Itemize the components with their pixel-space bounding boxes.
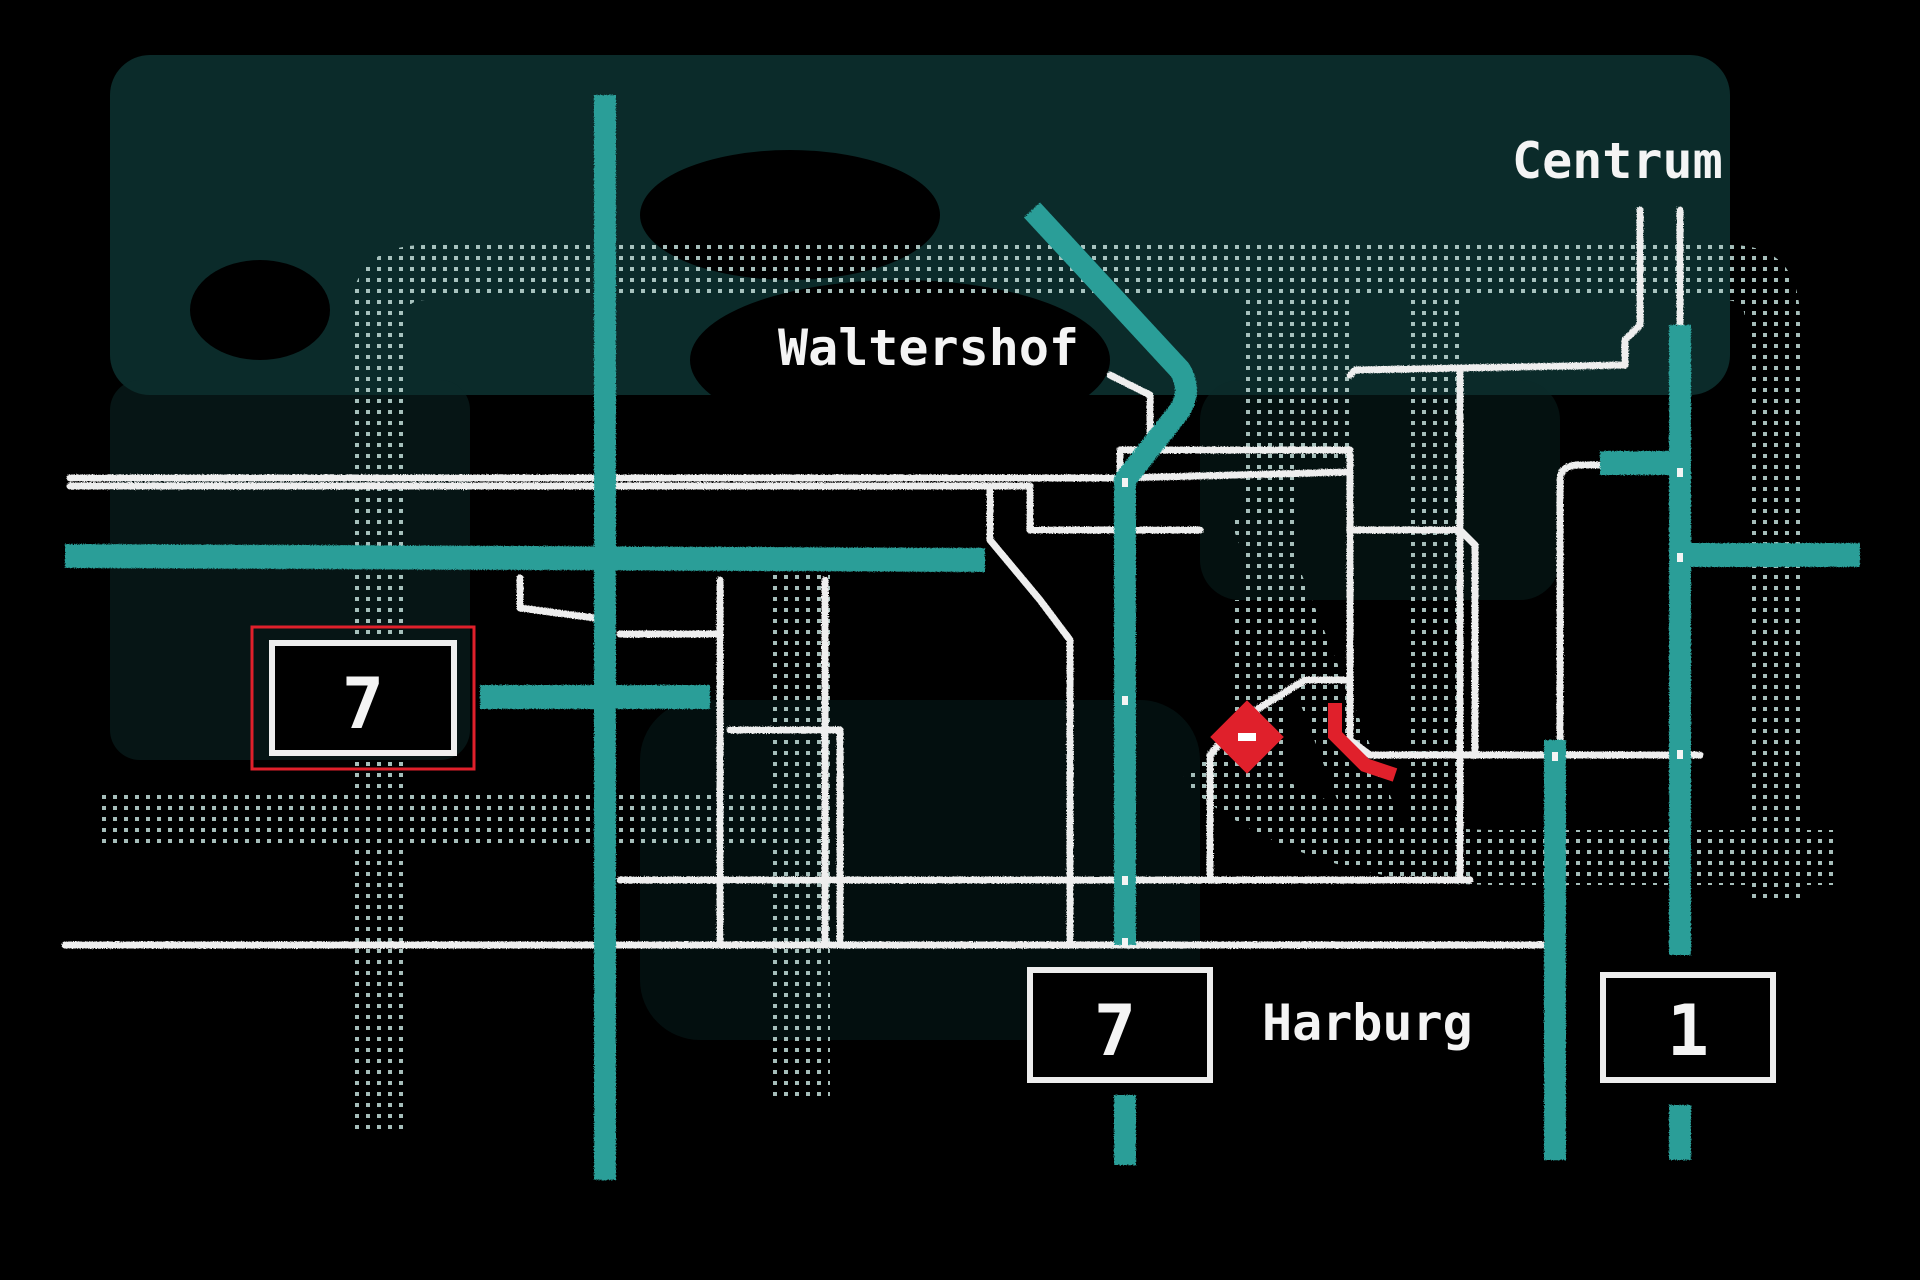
route-number-south-a: 7 (1094, 990, 1136, 1072)
red-diamond-marker-icon[interactable] (1210, 700, 1284, 774)
centrum-label: Centrum (1512, 132, 1723, 190)
waltershof-label: Waltershof (778, 319, 1079, 377)
route-number-south-b: 1 (1667, 990, 1709, 1072)
route-shield-west: 7 (250, 625, 476, 771)
junction-markers (1122, 468, 1683, 947)
harburg-label: Harburg (1262, 994, 1473, 1052)
route-shield-south-b: 1 (1600, 972, 1776, 1083)
highways (64, 95, 1860, 1180)
route-number-west: 7 (342, 663, 384, 745)
route-shield-south-a: 7 (1027, 967, 1213, 1083)
red-bracket-icon (1328, 703, 1398, 782)
